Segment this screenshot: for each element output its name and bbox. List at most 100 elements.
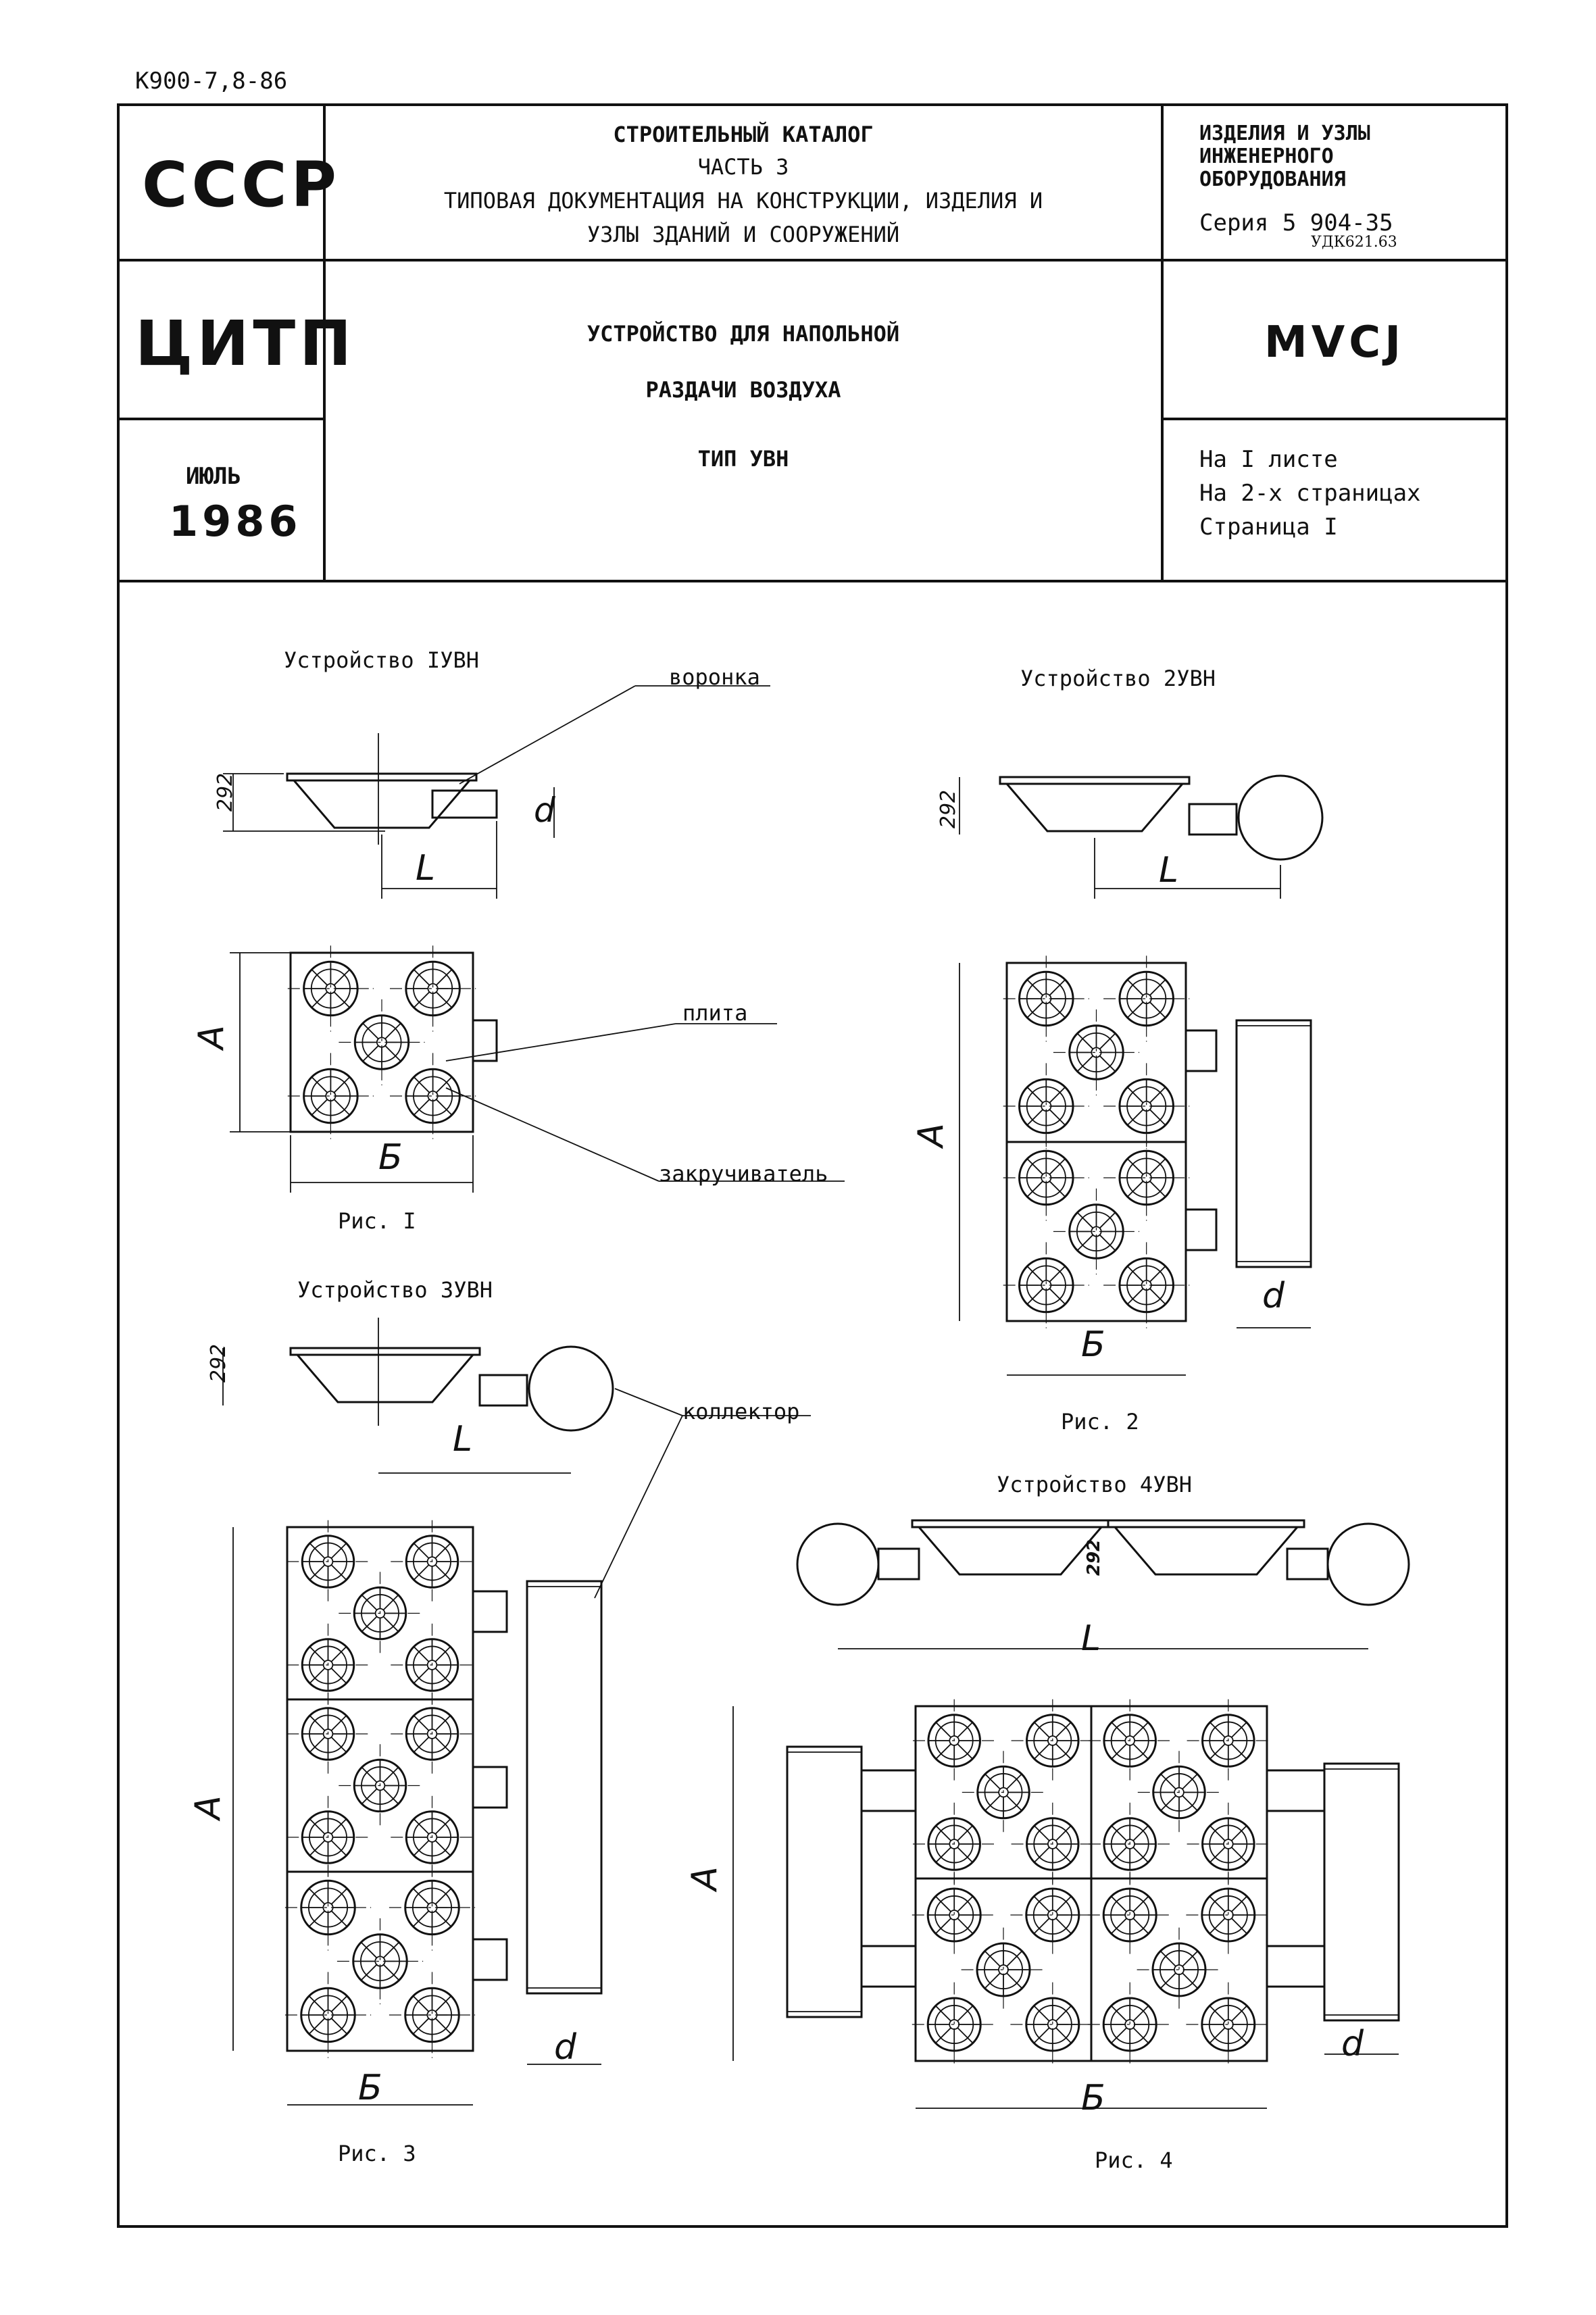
swirler-vane: [333, 991, 351, 1008]
swirler-vane: [436, 991, 453, 1008]
fig3-funnel-body: [295, 1353, 476, 1403]
swirler-vane: [308, 2018, 326, 2035]
swirler-vane: [308, 1995, 326, 2012]
device4-title: Устройство 4УВН: [997, 1472, 1192, 1497]
swirler-vane: [1110, 2005, 1127, 2022]
swirler-vane: [330, 1564, 347, 1580]
swirler-vane: [1099, 1032, 1116, 1050]
swirler-hub: [1174, 1964, 1184, 1975]
swirler-vane: [1210, 1825, 1226, 1841]
swirler-vane: [957, 1895, 974, 1912]
collector-pipe: [1323, 1762, 1400, 2022]
swirler-vane: [309, 1715, 326, 1731]
swirler-vane: [434, 1646, 451, 1662]
collector-pipe: [1235, 1019, 1312, 1268]
fig3-branch-plan: [472, 1590, 508, 1633]
swirler-vane: [330, 1888, 348, 1905]
swirler-vane: [1034, 1825, 1050, 1841]
swirler-vane: [1111, 1722, 1127, 1738]
leader-swirler: [445, 1087, 659, 1182]
swirler-vane: [1231, 1825, 1247, 1841]
plate-outline: [286, 1870, 474, 2052]
swirler-vane: [434, 2018, 452, 2035]
swirler-vane: [412, 1995, 430, 2012]
swirler-vane: [1099, 1234, 1116, 1251]
leader-funnel: [459, 685, 636, 785]
swirler-vane: [1026, 1109, 1043, 1126]
swirler-vane: [1209, 2027, 1226, 2044]
swirler-vane: [957, 1743, 973, 1760]
swirler-vane: [412, 1888, 430, 1905]
swirler-vane: [1149, 1001, 1166, 1018]
swirler-vane: [1210, 1722, 1226, 1738]
swirler-hub: [949, 1910, 960, 1920]
swirler-vane: [309, 1737, 326, 1753]
fig2-funnel-body: [1004, 782, 1185, 832]
swirler-vane: [436, 969, 453, 986]
fig1-branch-plan: [472, 1019, 498, 1062]
swirler-vane: [308, 1888, 326, 1905]
swirler-vane: [361, 1788, 378, 1805]
fig3-branch-plan: [472, 1938, 508, 1981]
swirler-vane: [1231, 1918, 1248, 1935]
dim-d-fig1: d: [534, 791, 555, 830]
swirler-vane: [1099, 1055, 1116, 1072]
series-label: Серия 5 904-35: [1199, 209, 1393, 237]
swirler-vane: [1210, 1743, 1226, 1760]
swirler-vane: [434, 1995, 452, 2012]
swirler-vane: [309, 1818, 326, 1835]
catalog-line-3: ТИПОВАЯ ДОКУМЕНТАЦИЯ НА КОНСТРУКЦИИ, ИЗД…: [443, 188, 1043, 214]
swirler-hub: [1124, 1910, 1136, 1920]
swirler-vane: [1149, 1109, 1166, 1126]
swirler-vane: [382, 1964, 400, 1981]
swirler-vane: [330, 1840, 347, 1856]
swirler-vane: [1026, 1266, 1043, 1283]
swirler-vane: [1160, 1773, 1176, 1790]
swirler-vane: [333, 1076, 351, 1093]
country-label: СССР: [142, 149, 341, 221]
year-label: 1986: [169, 497, 302, 546]
swirler-vane: [434, 1564, 451, 1580]
swirler-vane: [1182, 1773, 1198, 1790]
swirler-vane: [1049, 1109, 1066, 1126]
swirler-vane: [413, 969, 430, 986]
swirler-vane: [1055, 2005, 1072, 2022]
swirler-vane: [1111, 1743, 1127, 1760]
swirler-vane: [935, 1847, 951, 1863]
swirler-vane: [934, 1918, 951, 1935]
swirler-hub: [1222, 1910, 1234, 1920]
sheet-line-1: На I листе: [1199, 446, 1338, 473]
plate-outline: [1005, 962, 1187, 1143]
plate-label: плита: [682, 1000, 748, 1026]
device2-title: Устройство 2УВН: [1020, 666, 1216, 691]
swirler-vane: [361, 1616, 378, 1633]
dim-B-fig3: Б: [358, 2068, 382, 2108]
device3-title: Устройство 3УВН: [297, 1277, 493, 1303]
swirler-vane: [309, 1543, 326, 1559]
section-line-1: ИЗДЕЛИЯ И УЗЛЫ: [1199, 122, 1370, 145]
swirler-vane: [330, 1737, 347, 1753]
collector-pipe: [526, 1580, 603, 1995]
fig4-branch-left: [877, 1547, 920, 1580]
collector-pipe: [786, 1745, 863, 2018]
swirler-vane: [330, 1910, 348, 1927]
swirler-hub: [1124, 2019, 1136, 2030]
swirler-vane: [1049, 1180, 1066, 1197]
catalog-line-4: УЗЛЫ ЗДАНИЙ И СООРУЖЕНИЙ: [587, 222, 900, 247]
leader-collector: [594, 1415, 683, 1599]
swirler-vane: [1132, 1895, 1149, 1912]
swirler-vane: [382, 1594, 399, 1611]
swirler-hub: [998, 1964, 1009, 1975]
swirler-vane: [1034, 1743, 1050, 1760]
swirler-vane: [361, 1766, 378, 1783]
swirler-vane: [1126, 1180, 1144, 1197]
swirler-vane: [1209, 1895, 1226, 1912]
swirler-vane: [1126, 979, 1144, 996]
swirler-vane: [384, 1045, 401, 1062]
leader-plate: [445, 1023, 676, 1062]
swirler-vane: [413, 1668, 430, 1684]
swirler-vane: [1159, 1972, 1176, 1989]
swirler-vane: [1110, 1895, 1127, 1912]
